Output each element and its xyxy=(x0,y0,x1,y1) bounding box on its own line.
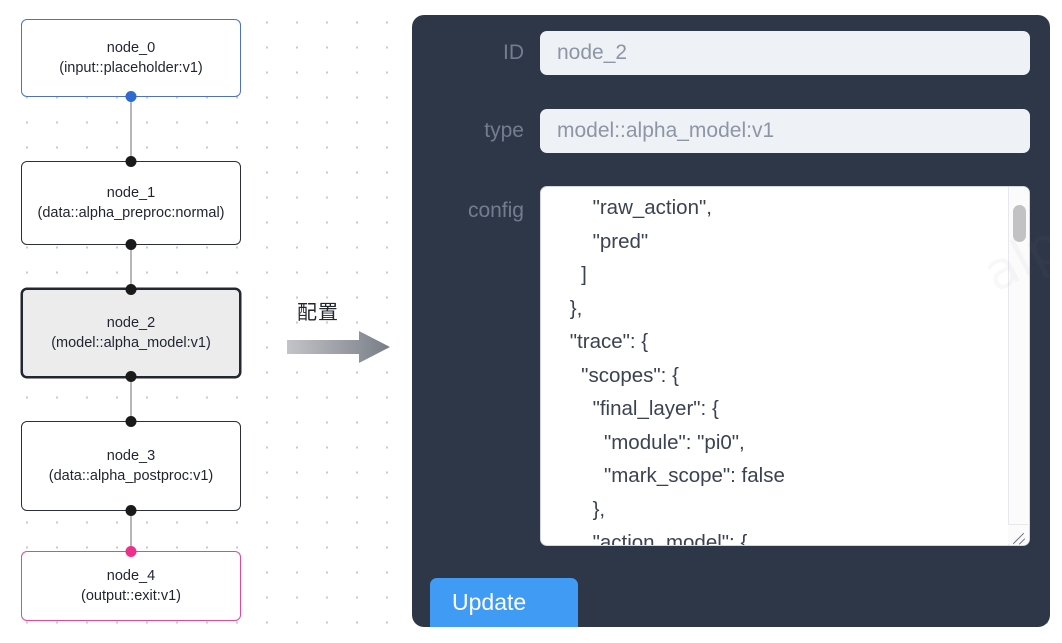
config-field-label: config xyxy=(467,199,524,222)
config-scrollbar-thumb[interactable] xyxy=(1013,205,1026,242)
annotation-arrow-label: 配置 xyxy=(297,300,339,324)
node-id-label: node_4 xyxy=(106,568,156,584)
edge-node1-node2[interactable] xyxy=(130,241,132,292)
node-type-label: (input::placeholder:v1) xyxy=(59,60,203,76)
config-textarea-wrapper: "raw_action", "pred" ] }, "trace": { "sc… xyxy=(540,186,1030,546)
node-handle-target-icon[interactable] xyxy=(125,156,137,167)
resize-handle-icon[interactable] xyxy=(1008,524,1028,544)
node-id-label: node_1 xyxy=(106,185,156,201)
graph-node-node_4[interactable]: node_4 (output::exit:v1) xyxy=(21,546,241,621)
node-handle-source-icon[interactable] xyxy=(125,91,137,102)
arrow-right-icon xyxy=(287,331,390,363)
node-handle-source-icon[interactable] xyxy=(125,505,137,516)
field-row-config: config "raw_action", "pred" ] }, "trace"… xyxy=(430,186,1030,546)
graph-node-node_1[interactable]: node_1 (data::alpha_preproc:normal) xyxy=(21,156,241,250)
graph-node-node_3[interactable]: node_3 (data::alpha_postproc:v1) xyxy=(21,416,241,516)
field-row-type: type xyxy=(430,109,1030,153)
annotation-arrow-group: 配置 xyxy=(287,296,397,366)
node-id-label: node_0 xyxy=(106,40,156,56)
node-handle-target-icon[interactable] xyxy=(125,416,137,427)
node-handle-target-icon[interactable] xyxy=(125,546,137,557)
update-button[interactable]: Update xyxy=(430,578,578,627)
config-scrollbar[interactable] xyxy=(1008,187,1029,545)
edge-node2-node3[interactable] xyxy=(130,374,132,425)
edge-node0-node1[interactable] xyxy=(130,93,132,165)
node-handle-source-icon[interactable] xyxy=(125,371,137,382)
node-id-label: node_2 xyxy=(106,315,156,331)
graph-node-node_0[interactable]: node_0 (input::placeholder:v1) xyxy=(21,19,241,102)
id-field-label: ID xyxy=(503,41,524,64)
edge-node3-node4[interactable] xyxy=(130,507,132,555)
field-row-id: ID xyxy=(430,31,1030,75)
node-inspector-panel: alpha flow ID type config "raw_action", … xyxy=(412,15,1050,627)
config-textarea[interactable]: "raw_action", "pred" ] }, "trace": { "sc… xyxy=(541,187,1009,545)
node-type-label: (data::alpha_postproc:v1) xyxy=(48,468,214,484)
node-type-label: (output::exit:v1) xyxy=(81,588,181,604)
node-type-label: (data::alpha_preproc:normal) xyxy=(37,205,225,221)
node-type-label: (model::alpha_model:v1) xyxy=(51,335,211,351)
id-input[interactable] xyxy=(540,31,1030,75)
type-field-label: type xyxy=(484,119,524,142)
node-id-label: node_3 xyxy=(106,448,156,464)
graph-node-node_2[interactable]: node_2 (model::alpha_model:v1) xyxy=(21,284,241,382)
node-handle-source-icon[interactable] xyxy=(125,239,137,250)
node-handle-target-icon[interactable] xyxy=(125,284,137,295)
type-input[interactable] xyxy=(540,109,1030,153)
